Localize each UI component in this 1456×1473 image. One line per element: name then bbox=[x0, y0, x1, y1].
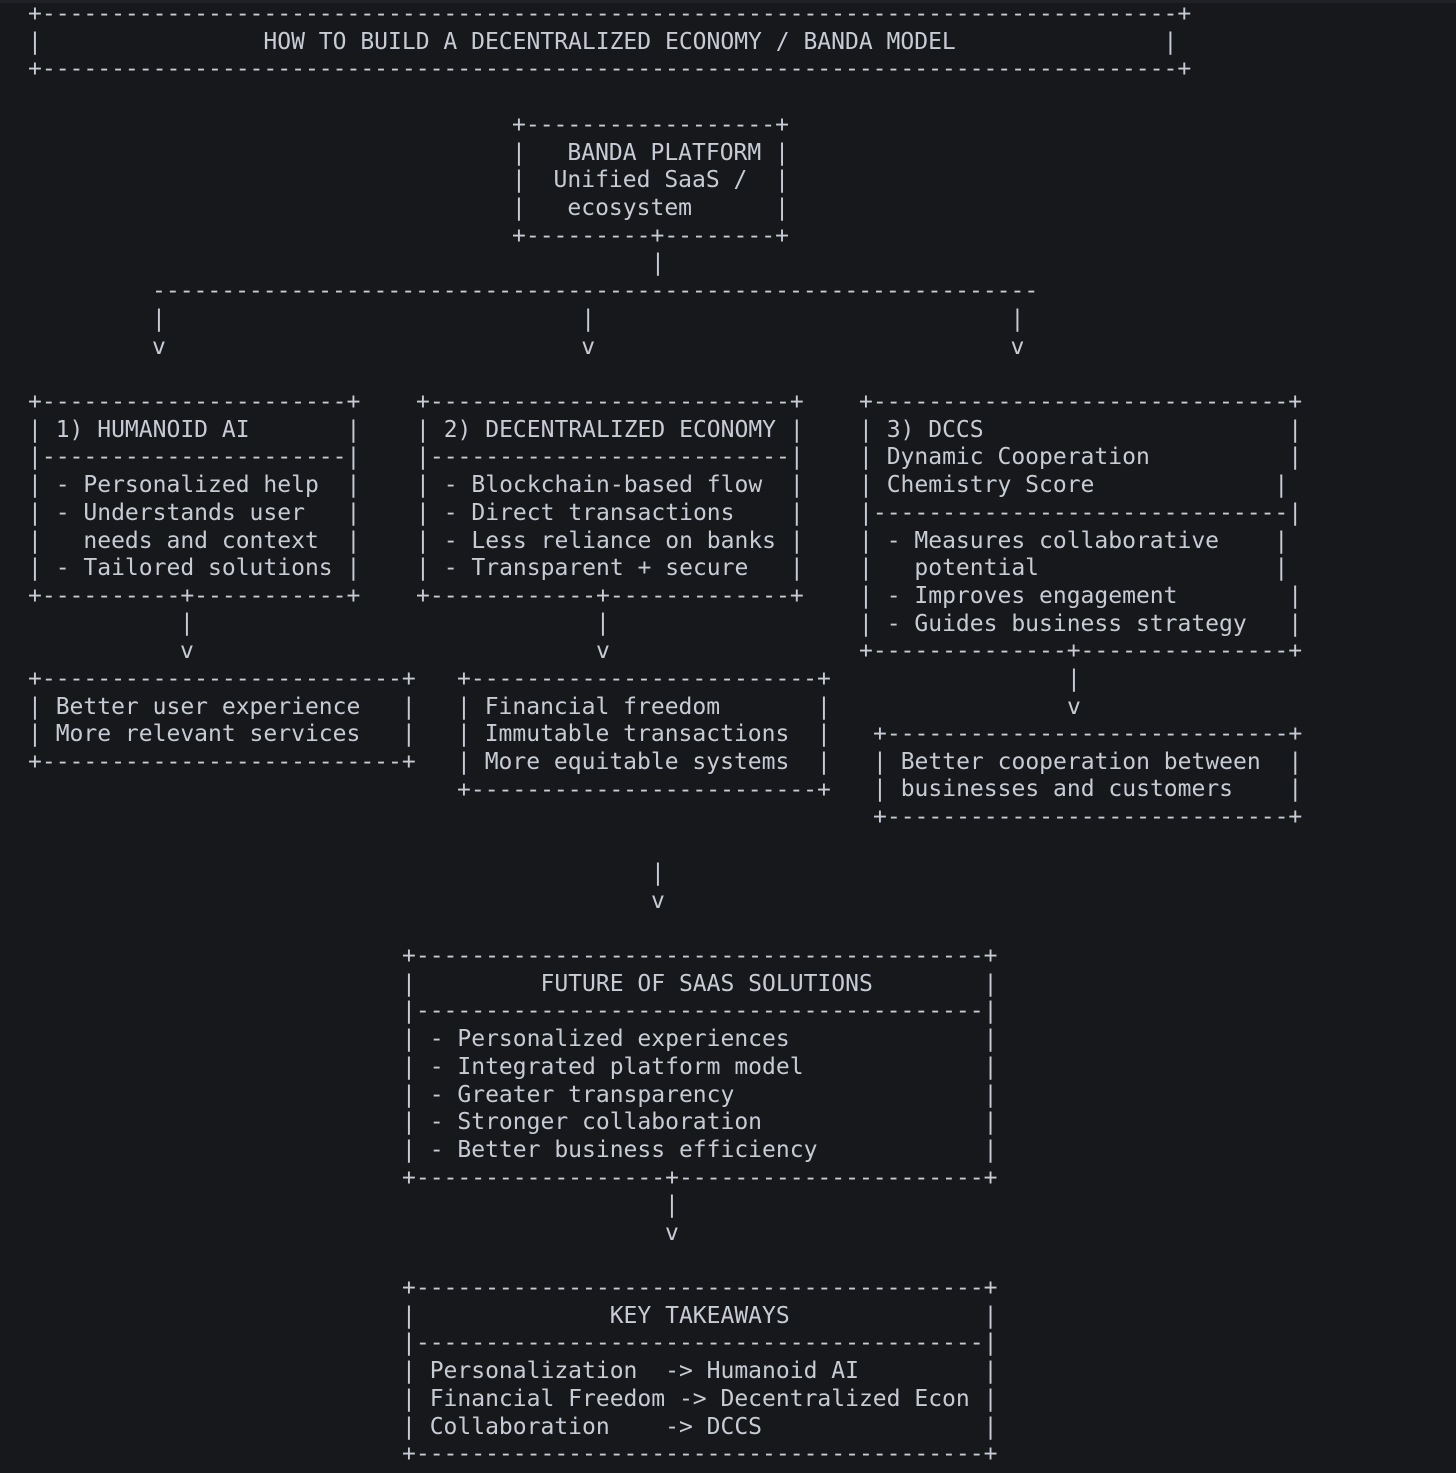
economy-arrow-connector: | v bbox=[596, 610, 610, 664]
distributor-line: ----------------------------------------… bbox=[152, 278, 1039, 304]
economy-outcome-box: +-------------------------+ | Financial … bbox=[457, 666, 831, 803]
branch-arrows: | | | v v v bbox=[152, 306, 1025, 360]
banda-platform-box: +------------------+ | BANDA PLATFORM | … bbox=[512, 112, 789, 249]
diagram-title-box: +---------------------------------------… bbox=[28, 1, 1192, 83]
humanoid-ai-box: +----------------------+ | 1) HUMANOID A… bbox=[28, 389, 361, 609]
future-arrow-connector: | v bbox=[665, 1192, 679, 1246]
dccs-arrow-connector: | v bbox=[1067, 666, 1081, 720]
future-of-saas-box: +---------------------------------------… bbox=[402, 943, 998, 1191]
decentralized-economy-box: +--------------------------+ | 2) DECENT… bbox=[416, 389, 804, 609]
page-edge-strip bbox=[0, 0, 1456, 3]
central-arrow-connector: | v bbox=[651, 860, 665, 914]
humanoid-arrow-connector: | v bbox=[180, 610, 194, 664]
humanoid-outcome-box: +--------------------------+ | Better us… bbox=[28, 666, 416, 776]
banda-stem-connector: | bbox=[651, 250, 665, 276]
dccs-outcome-box: +-----------------------------+ | Better… bbox=[873, 721, 1303, 831]
key-takeaways-box: +---------------------------------------… bbox=[402, 1275, 998, 1468]
dccs-box: +------------------------------+ | 3) DC… bbox=[859, 389, 1303, 665]
